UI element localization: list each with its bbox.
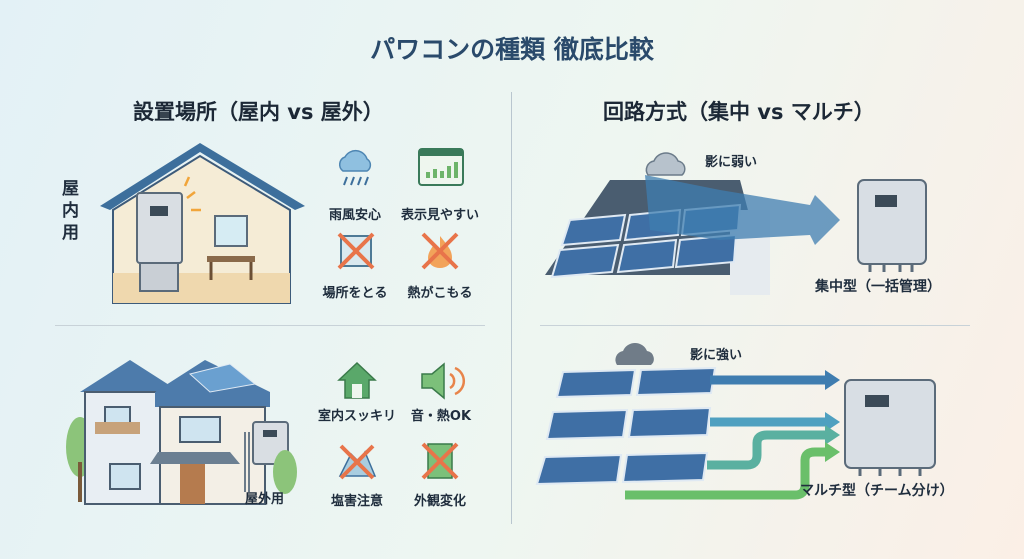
- central-label: 集中型（一括管理）: [815, 279, 941, 295]
- circuit-heading: 回路方式（集中 vs マルチ）: [603, 100, 875, 124]
- page-title: パワコンの種類 徹底比較: [370, 35, 654, 64]
- central-system-illustration: [545, 152, 927, 295]
- salt-crossed-icon: [338, 444, 377, 480]
- divider-vertical: [511, 92, 512, 524]
- appearance-crossed-icon: [421, 442, 459, 480]
- outdoor-merit-label: 音・熱OK: [410, 409, 472, 424]
- indoor-merit-label: 表示見やすい: [400, 208, 479, 223]
- indoor-demerit-label: 場所をとる: [322, 286, 388, 301]
- indoor-label: 屋内用: [62, 179, 79, 243]
- rain-cloud-icon: [339, 149, 372, 186]
- divider-right: [540, 325, 970, 326]
- outdoor-merit-label: 室内スッキリ: [317, 409, 396, 424]
- multi-system-illustration: [535, 343, 936, 500]
- outdoor-demerit-label: 外観変化: [413, 494, 466, 509]
- outdoor-house-illustration: [66, 360, 297, 505]
- outdoor-label: 屋外用: [245, 492, 285, 507]
- divider-left: [55, 325, 485, 326]
- location-heading: 設置場所（屋内 vs 屋外）: [133, 100, 384, 124]
- central-shade-note: 影に弱い: [705, 155, 758, 170]
- house-icon: [337, 361, 377, 399]
- heat-crossed-icon: [421, 232, 459, 270]
- multi-shade-note: 影に強い: [690, 348, 743, 363]
- speaker-icon: [421, 362, 465, 400]
- indoor-house-illustration: [100, 143, 305, 304]
- multi-label: マルチ型（チーム分け）: [800, 483, 954, 499]
- outdoor-demerit-label: 塩害注意: [330, 494, 383, 509]
- indoor-merit-label: 雨風安心: [328, 208, 381, 223]
- display-chart-icon: [418, 148, 464, 186]
- space-crossed-icon: [337, 232, 375, 270]
- indoor-demerit-label: 熱がこもる: [407, 286, 473, 301]
